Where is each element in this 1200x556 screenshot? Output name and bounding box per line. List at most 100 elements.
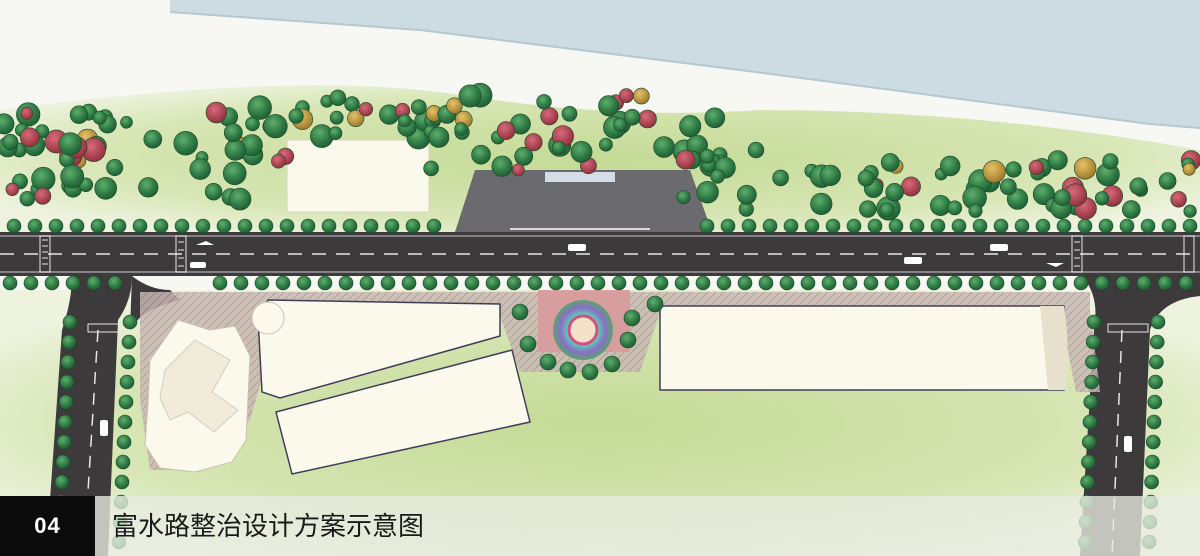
- tree: [710, 169, 725, 184]
- tree: [60, 354, 76, 370]
- north-tree-clusters: [0, 82, 1200, 221]
- central-building-north: [257, 299, 501, 399]
- tree: [1122, 200, 1141, 219]
- tree: [880, 153, 900, 172]
- tree: [216, 218, 232, 234]
- tree: [993, 218, 1009, 234]
- tree: [570, 140, 593, 163]
- tree: [1098, 218, 1114, 234]
- tree: [204, 183, 223, 201]
- tree: [947, 200, 963, 216]
- tree: [1086, 314, 1102, 330]
- tree: [548, 275, 564, 291]
- tree: [1170, 191, 1187, 208]
- tree: [909, 218, 925, 234]
- tree: [223, 123, 243, 143]
- tree: [23, 275, 39, 291]
- tree: [300, 218, 316, 234]
- tree: [258, 218, 274, 234]
- tree: [539, 353, 557, 371]
- tree: [972, 218, 988, 234]
- tree: [254, 275, 270, 291]
- tree: [454, 122, 468, 136]
- tree: [1157, 275, 1173, 291]
- east-road-centerline: [1111, 329, 1123, 556]
- tree: [653, 275, 669, 291]
- tree: [426, 218, 442, 234]
- tree: [115, 454, 131, 470]
- tree: [1082, 414, 1098, 430]
- tree: [676, 190, 691, 205]
- tree: [279, 218, 295, 234]
- plaza-fountain: [567, 314, 599, 346]
- tree: [363, 218, 379, 234]
- tree: [329, 89, 347, 107]
- tree: [1149, 334, 1165, 350]
- tree: [237, 218, 253, 234]
- tree: [189, 158, 211, 180]
- tree: [1081, 454, 1096, 470]
- figure-title: 富水路整治设计方案示意图: [112, 512, 425, 542]
- tree: [195, 218, 211, 234]
- tree: [329, 110, 344, 125]
- tree: [58, 394, 74, 410]
- tree: [338, 275, 354, 291]
- tree: [762, 218, 778, 234]
- tree: [747, 141, 765, 159]
- tree: [1035, 218, 1051, 234]
- tree: [55, 454, 71, 470]
- tree: [65, 275, 81, 291]
- tree: [138, 177, 159, 198]
- tree: [496, 121, 516, 140]
- tree: [884, 275, 900, 291]
- tree: [551, 140, 566, 155]
- tree: [458, 84, 482, 108]
- tree: [44, 275, 60, 291]
- tree: [527, 275, 543, 291]
- tree: [359, 275, 375, 291]
- caption-bar: [0, 496, 1200, 556]
- crosswalk-east: [1071, 235, 1195, 273]
- tree: [1094, 275, 1110, 291]
- tree: [982, 160, 1006, 184]
- tree: [825, 218, 841, 234]
- tree: [989, 275, 1005, 291]
- tree: [999, 178, 1017, 196]
- tree: [1028, 159, 1044, 175]
- tree: [511, 163, 525, 177]
- tree: [800, 275, 816, 291]
- tree: [888, 218, 904, 234]
- tree: [947, 275, 963, 291]
- tree: [1146, 414, 1162, 430]
- tree: [704, 107, 726, 129]
- figure-number: 04: [0, 496, 95, 556]
- east-building: [659, 305, 1065, 391]
- tree: [581, 363, 599, 381]
- tree: [1047, 150, 1068, 171]
- east-building-annex: [1040, 306, 1068, 390]
- tree: [783, 218, 799, 234]
- tree: [20, 107, 34, 120]
- tree: [590, 275, 606, 291]
- tree: [222, 161, 247, 186]
- tree: [1080, 474, 1095, 490]
- tree: [358, 102, 374, 117]
- tree: [511, 303, 529, 321]
- tree: [48, 218, 64, 234]
- tree: [613, 117, 627, 132]
- tree: [598, 95, 620, 117]
- tree: [536, 94, 552, 110]
- tree: [54, 474, 70, 490]
- tree: [857, 169, 875, 187]
- tree: [559, 361, 577, 379]
- tree: [491, 155, 513, 177]
- tree: [117, 414, 133, 430]
- tree: [1178, 275, 1194, 291]
- tree: [618, 88, 634, 103]
- central-building-rotunda: [251, 301, 285, 335]
- east-crosswalk: [1107, 323, 1149, 333]
- tree: [288, 108, 304, 124]
- tree: [633, 87, 650, 105]
- tree: [821, 275, 837, 291]
